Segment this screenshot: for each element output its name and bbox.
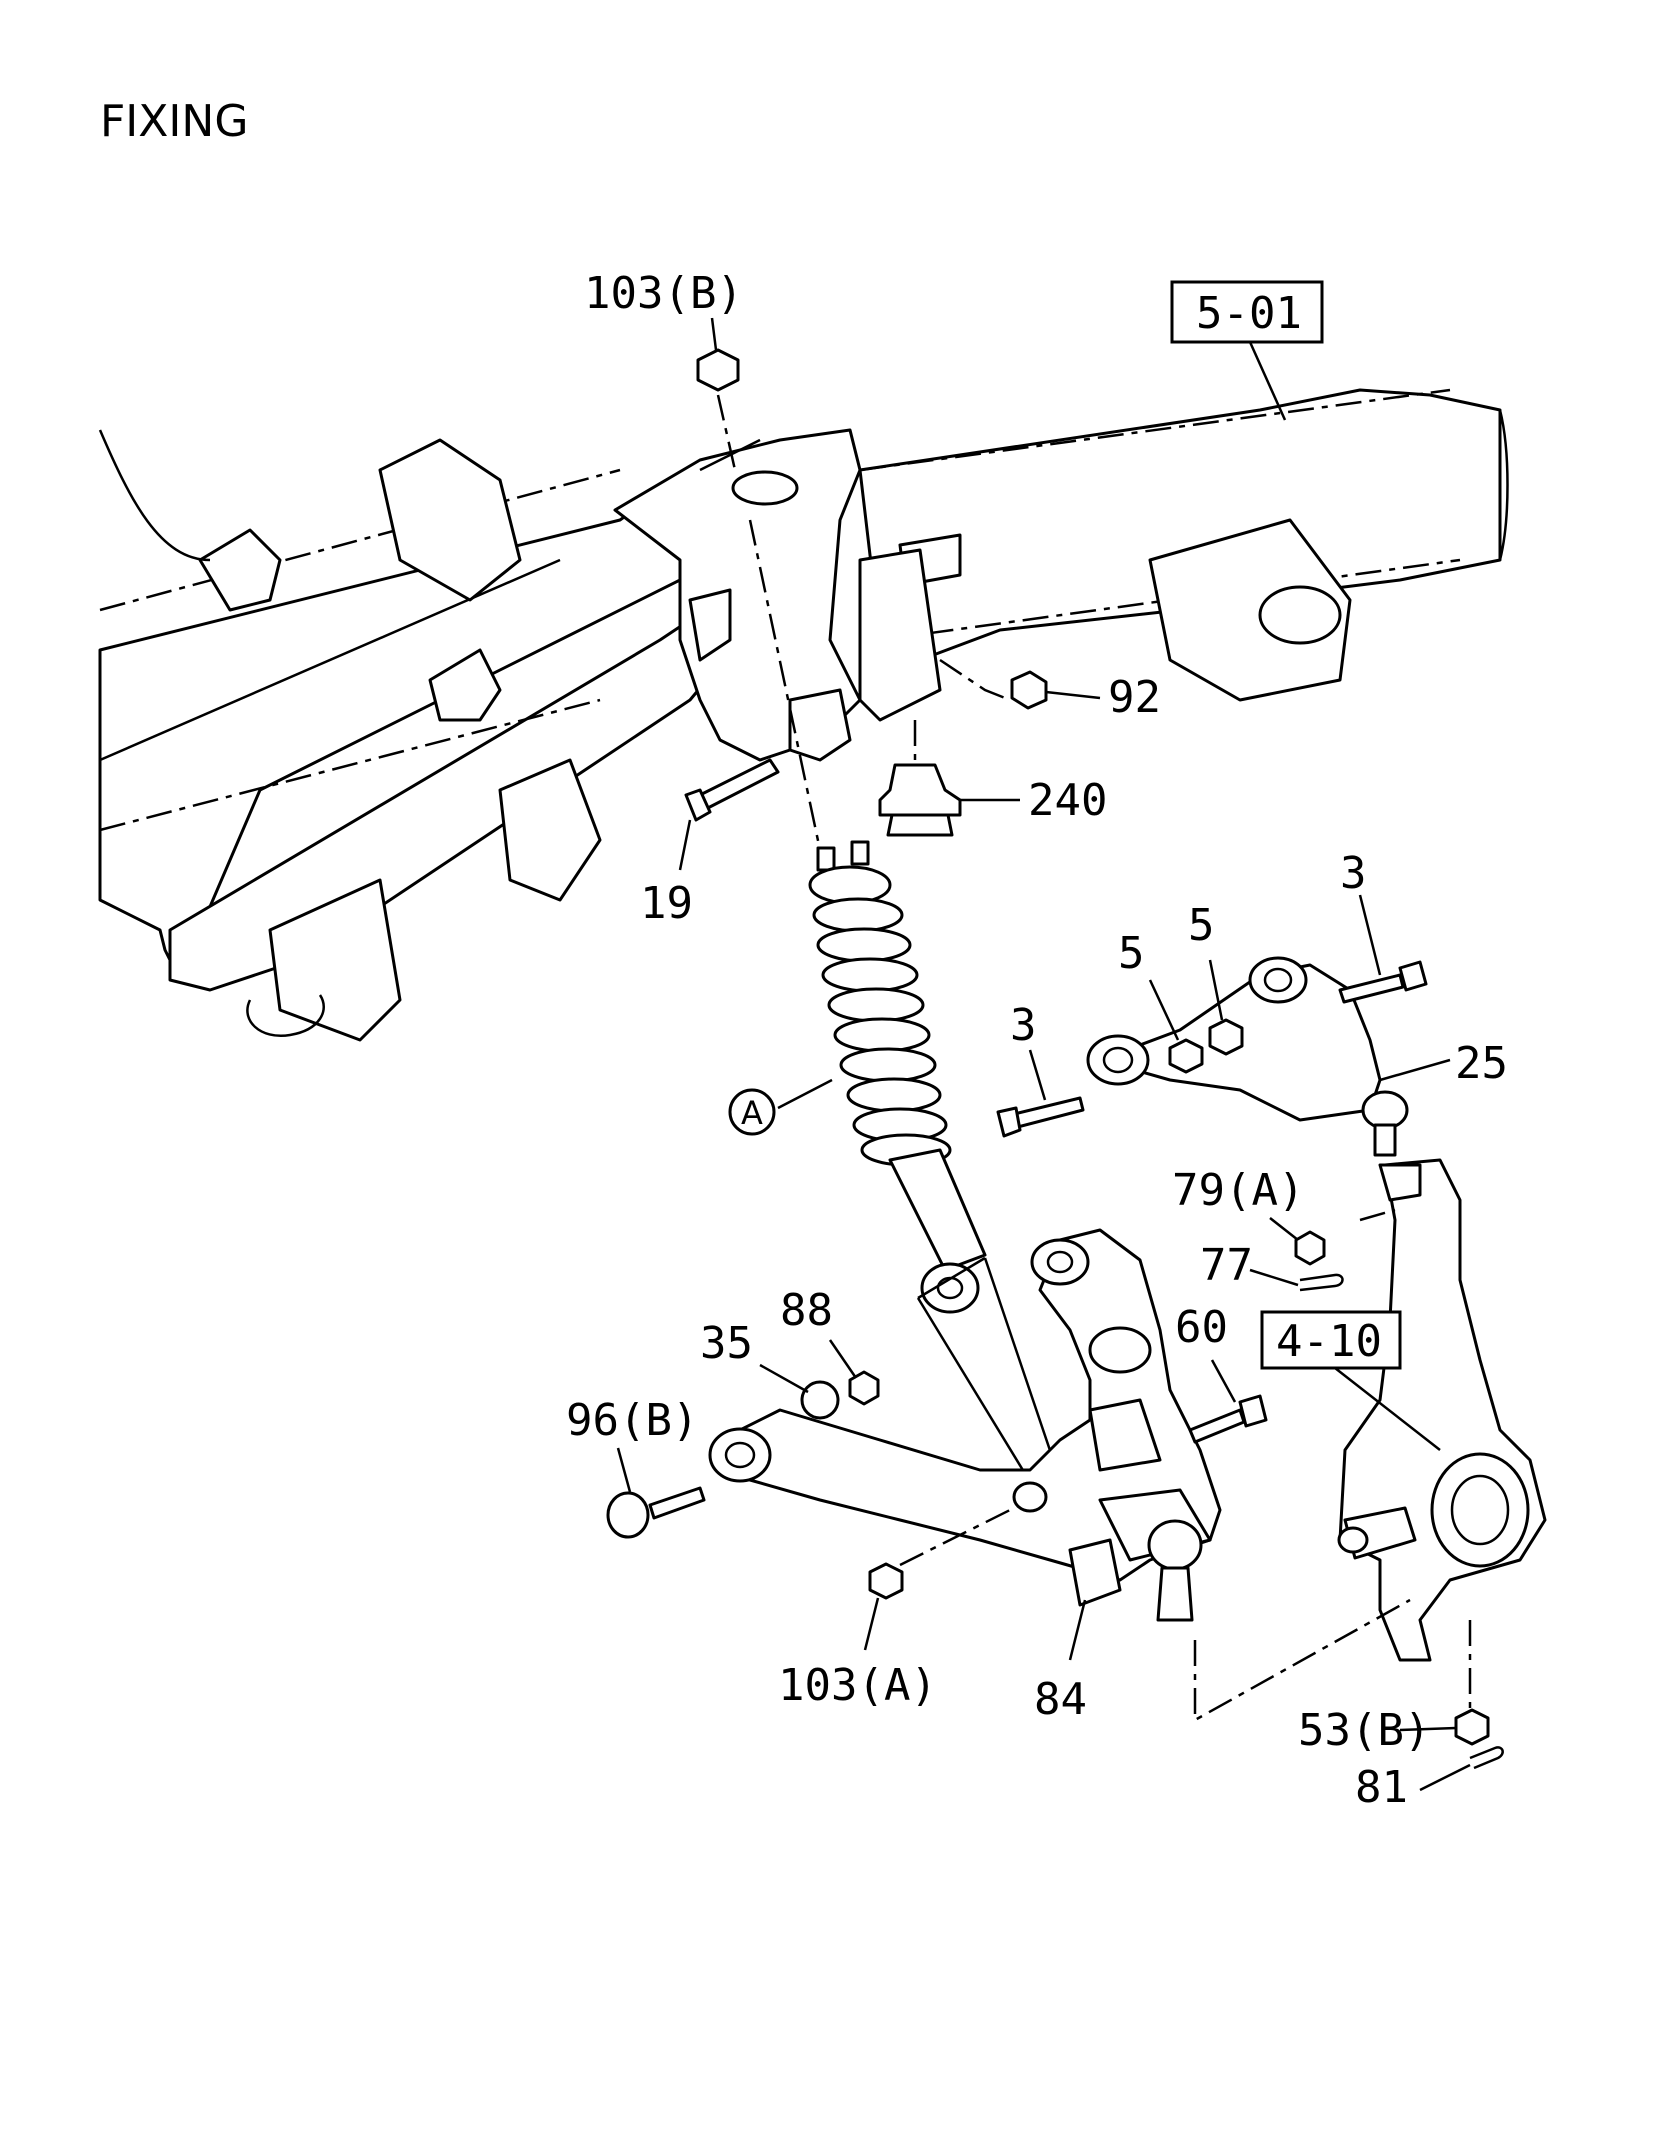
callout-103b: 103(B) (584, 268, 743, 319)
callout-77: 77 (1200, 1240, 1253, 1291)
bolt-3-rear: 3 (1338, 848, 1428, 1004)
nut-5-rear: 5 (1188, 900, 1244, 1056)
upper-control-arm-25: 25 (1086, 956, 1508, 1157)
nut-5-front: 5 (1118, 928, 1204, 1074)
callout-a: A (741, 1094, 763, 1132)
bolt-60: 60 (1175, 1302, 1268, 1444)
callout-81: 81 (1355, 1762, 1408, 1813)
bolt-96b: 96(B) (566, 1395, 706, 1539)
callout-5-rear: 5 (1188, 900, 1215, 951)
lower-control-arm (708, 1228, 1222, 1622)
callout-240: 240 (1028, 775, 1107, 826)
callout-96b: 96(B) (566, 1395, 698, 1446)
ref-knuckle-label: 4-10 (1276, 1316, 1382, 1367)
callout-60: 60 (1175, 1302, 1228, 1353)
callout-84: 84 (1034, 1674, 1087, 1725)
cotter-pin-77: 77 (1200, 1240, 1344, 1292)
washer-35: 35 (700, 1318, 840, 1420)
ref-frame-box: 5-01 (1170, 280, 1324, 421)
callout-25: 25 (1455, 1038, 1508, 1089)
callout-53b: 53(B) (1298, 1705, 1430, 1756)
diagram-title: FIXING (100, 96, 248, 147)
callout-35: 35 (700, 1318, 753, 1369)
nut-103a: 103(A) (778, 1508, 1011, 1711)
coil-spring-shock-absorber: A (728, 519, 1062, 1491)
callout-5-front: 5 (1118, 928, 1145, 979)
nut-92: 92 (939, 658, 1161, 723)
cotter-pin-81: 81 (1355, 1746, 1504, 1813)
bolt-3-front: 3 (996, 1000, 1085, 1138)
steering-knuckle (1337, 1158, 1547, 1720)
callout-79a: 79(A) (1172, 1165, 1304, 1216)
callout-3-rear: 3 (1340, 848, 1367, 899)
coil-spring (808, 865, 952, 1167)
bump-stopper-240: 240 (878, 720, 1107, 837)
callout-103a: 103(A) (778, 1660, 937, 1711)
callout-3-front: 3 (1010, 1000, 1037, 1051)
bolt-19: 19 (640, 758, 780, 929)
nut-103b: 103(B) (584, 268, 743, 471)
nut-79a: 79(A) (1172, 1165, 1326, 1266)
vehicle-frame (98, 388, 1509, 1042)
ref-knuckle-box: 4-10 (1260, 1310, 1441, 1451)
callout-88: 88 (780, 1285, 833, 1336)
nut-53b: 53(B) (1298, 1705, 1490, 1756)
nut-88: 88 (780, 1285, 880, 1406)
bracket-84: 84 (1034, 1538, 1122, 1725)
callout-92: 92 (1108, 672, 1161, 723)
ref-frame-label: 5-01 (1196, 288, 1302, 339)
ball-joint-guide-line (1193, 1598, 1411, 1723)
callout-19: 19 (640, 878, 693, 929)
